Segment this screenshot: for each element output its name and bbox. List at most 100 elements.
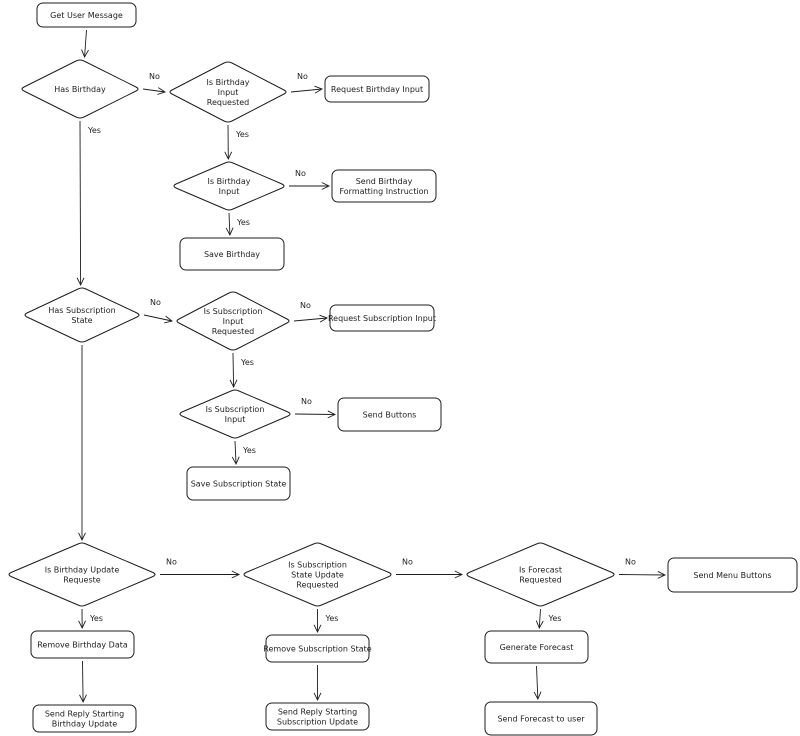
node-label: Requeste bbox=[63, 576, 100, 585]
node-label: Subscription Update bbox=[277, 718, 358, 727]
edge-label: Yes bbox=[548, 614, 562, 623]
process-box bbox=[32, 704, 137, 733]
arrowhead-icon bbox=[164, 315, 174, 324]
process-node: Request Subscription Input bbox=[328, 304, 436, 332]
node-label: Remove Subscription State bbox=[263, 645, 372, 654]
arrowhead-icon bbox=[225, 227, 234, 237]
node-label: Formatting Instruction bbox=[339, 187, 428, 196]
process-box bbox=[265, 702, 370, 731]
edge-label: Yes bbox=[236, 218, 250, 227]
node-label: Send Reply Starting bbox=[278, 708, 357, 717]
arrowhead-icon bbox=[454, 570, 464, 579]
connector-arrow: Yes bbox=[229, 352, 254, 389]
arrowhead-icon bbox=[229, 379, 238, 389]
node-label: Send Menu Buttons bbox=[693, 571, 771, 580]
node-label: Input bbox=[219, 187, 240, 196]
node-label: Has Subscription bbox=[48, 306, 115, 315]
node-label: Is Birthday Update bbox=[45, 566, 120, 575]
connector-arrow: No bbox=[143, 298, 174, 324]
decision-diamond bbox=[8, 542, 156, 607]
node-label: Is Subscription bbox=[206, 405, 265, 414]
node-label: Requested bbox=[207, 98, 250, 107]
arrowhead-icon bbox=[327, 410, 337, 419]
node-label: Send Buttons bbox=[363, 411, 417, 420]
process-box bbox=[265, 634, 370, 663]
edge-label: No bbox=[301, 397, 312, 406]
node-label: Has Birthday bbox=[54, 85, 106, 94]
process-node: Remove Subscription State bbox=[263, 634, 372, 663]
connector-arrow: Yes bbox=[78, 608, 103, 630]
edge-label: Yes bbox=[240, 358, 254, 367]
process-node: Save Birthday bbox=[179, 237, 285, 271]
node-label: Is Subscription bbox=[288, 561, 347, 570]
node-label: Requested bbox=[212, 327, 255, 336]
arrowhead-icon bbox=[533, 691, 542, 701]
process-box bbox=[30, 630, 135, 659]
process-node: Generate Forecast bbox=[484, 630, 589, 664]
edge-label: Yes bbox=[87, 126, 101, 135]
node-label: State bbox=[71, 316, 92, 325]
arrowhead-icon bbox=[535, 620, 544, 630]
edge-label: No bbox=[149, 72, 160, 81]
edge-label: Yes bbox=[242, 446, 256, 455]
node-label: Send Reply Starting bbox=[45, 710, 124, 719]
node-label: Save Subscription State bbox=[191, 480, 287, 489]
connector-arrow: Yes bbox=[225, 212, 250, 237]
node-label: Birthday Update bbox=[52, 720, 118, 729]
arrowhead-icon bbox=[321, 182, 331, 190]
connector-arrow: No bbox=[142, 72, 167, 95]
edge-label: Yes bbox=[325, 614, 339, 623]
decision-diamond bbox=[173, 161, 285, 211]
edge-label: No bbox=[297, 72, 308, 81]
connector-arrow: Yes bbox=[224, 124, 249, 161]
process-node: Save Subscription State bbox=[186, 466, 291, 501]
process-box bbox=[36, 2, 137, 28]
connector-arrow: Yes bbox=[313, 609, 339, 634]
process-box bbox=[179, 237, 285, 271]
arrowhead-icon bbox=[224, 151, 233, 161]
connector-arrow: No bbox=[618, 558, 667, 579]
node-label: Generate Forecast bbox=[500, 643, 574, 652]
node-label: Request Birthday Input bbox=[331, 85, 423, 94]
arrowhead-icon bbox=[79, 694, 87, 704]
process-box bbox=[667, 557, 798, 593]
connector-arrow: No bbox=[396, 558, 464, 579]
process-box bbox=[331, 169, 437, 203]
arrowhead-icon bbox=[314, 85, 324, 94]
edge-label: No bbox=[625, 558, 636, 567]
edge-label: No bbox=[402, 558, 413, 567]
process-node: Remove Birthday Data bbox=[30, 630, 135, 659]
decision-diamond bbox=[176, 291, 290, 351]
edge-label: No bbox=[300, 301, 311, 310]
arrowhead-icon bbox=[657, 571, 667, 579]
edge-label: Yes bbox=[235, 130, 249, 139]
edge-label: Yes bbox=[89, 614, 103, 623]
arrowhead-icon bbox=[231, 570, 241, 579]
process-box bbox=[329, 304, 435, 332]
process-box bbox=[484, 630, 589, 664]
connector-arrow: No bbox=[294, 397, 337, 419]
arrowhead-icon bbox=[313, 692, 322, 702]
arrowhead-icon bbox=[78, 620, 86, 630]
node-label: Save Birthday bbox=[204, 250, 260, 259]
connector-arrow: No bbox=[289, 169, 331, 190]
decision-diamond bbox=[243, 542, 392, 607]
arrowhead-icon bbox=[231, 456, 240, 466]
process-node: Request Birthday Input bbox=[324, 75, 430, 103]
decision-diamond bbox=[466, 542, 615, 607]
node-label: Request Subscription Input bbox=[328, 314, 436, 323]
process-node: Send Menu Buttons bbox=[667, 557, 798, 593]
arrowhead-icon bbox=[76, 277, 85, 287]
decision-diamond bbox=[24, 287, 140, 343]
edge-label: No bbox=[295, 169, 306, 178]
connector-arrow: No bbox=[293, 301, 329, 323]
